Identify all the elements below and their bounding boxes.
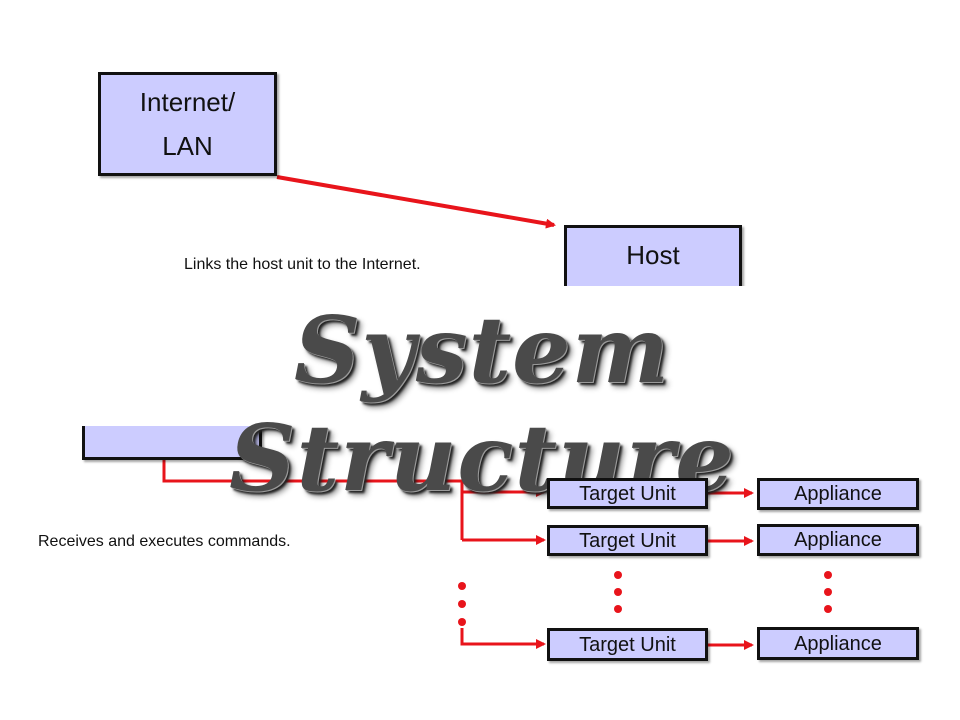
target-unit-2-label: Target Unit	[579, 529, 676, 552]
target-role-caption: Receives and executes commands.	[38, 533, 291, 550]
appliance-2: Appliance	[757, 524, 919, 556]
bus-ellipsis-dots	[458, 582, 466, 626]
target-unit-1: Target Unit	[547, 478, 708, 509]
internet-link-caption: Links the host unit to the Internet.	[184, 256, 421, 273]
target-ellipsis-dots	[614, 571, 622, 613]
target-unit-3: Target Unit	[547, 628, 708, 661]
appliance-2-label: Appliance	[794, 529, 882, 551]
appliance-1-label: Appliance	[794, 483, 882, 505]
bus-to-target-3-arrow	[460, 628, 546, 649]
title-banner: System Structure	[62, 286, 902, 512]
target-unit-2: Target Unit	[547, 525, 708, 556]
appliance-3: Appliance	[757, 627, 919, 660]
host-computer-line1: Host	[626, 240, 680, 270]
internet-lan-line2: LAN	[162, 131, 213, 161]
internet-to-host-arrow	[276, 175, 556, 229]
internet-lan-line1: Internet/	[139, 87, 236, 117]
target-unit-1-label: Target Unit	[579, 482, 676, 505]
target-unit-3-label: Target Unit	[579, 633, 676, 656]
host-to-targets-connector	[162, 458, 464, 492]
appliance-1: Appliance	[757, 478, 919, 510]
internet-lan-node: Internet/ LAN	[98, 72, 277, 176]
appliance-3-label: Appliance	[794, 632, 882, 655]
appliance-ellipsis-dots	[824, 571, 832, 613]
